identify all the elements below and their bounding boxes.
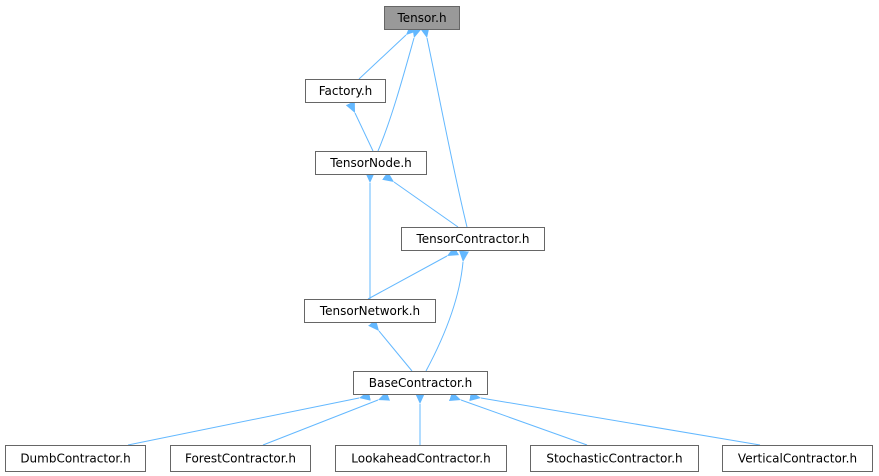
node-box-tensornode bbox=[315, 151, 427, 175]
node-tensor[interactable]: Tensor.h bbox=[384, 6, 460, 30]
edge-tensornode-to-factory bbox=[345, 100, 374, 152]
edge-forestcontractor-to-basecontractor bbox=[262, 391, 391, 446]
node-box-basecontractor bbox=[353, 371, 488, 395]
edge-factory-to-tensor bbox=[358, 23, 418, 80]
node-forestcontractor[interactable]: ForestContractor.h bbox=[170, 445, 311, 472]
node-box-lookaheadcontractor bbox=[335, 445, 507, 472]
node-label-tensornetwork: TensorNetwork.h bbox=[319, 304, 420, 318]
edge-tensorcontractor-to-tensor bbox=[419, 26, 468, 228]
edge-tensornode-to-tensor bbox=[377, 26, 422, 152]
edge-verticalcontractor-to-basecontractor bbox=[469, 391, 761, 446]
node-tensornetwork[interactable]: TensorNetwork.h bbox=[304, 299, 436, 323]
node-box-dumbcontractor bbox=[5, 445, 146, 472]
node-label-factory: Factory.h bbox=[319, 84, 373, 98]
node-basecontractor[interactable]: BaseContractor.h bbox=[353, 371, 488, 395]
node-tensornode[interactable]: TensorNode.h bbox=[315, 151, 427, 175]
node-label-lookaheadcontractor: LookaheadContractor.h bbox=[351, 452, 490, 466]
node-verticalcontractor[interactable]: VerticalContractor.h bbox=[722, 445, 873, 472]
node-box-tensorcontractor bbox=[401, 227, 545, 251]
node-box-verticalcontractor bbox=[722, 445, 873, 472]
node-label-tensornode: TensorNode.h bbox=[329, 156, 412, 170]
edges bbox=[127, 23, 761, 446]
node-label-verticalcontractor: VerticalContractor.h bbox=[738, 452, 857, 466]
node-box-tensor bbox=[384, 6, 460, 30]
edge-dumbcontractor-to-basecontractor bbox=[127, 390, 371, 446]
node-box-tensornetwork bbox=[304, 299, 436, 323]
node-factory[interactable]: Factory.h bbox=[305, 79, 386, 103]
edge-tensorcontractor-to-tensornode bbox=[382, 171, 459, 228]
node-label-dumbcontractor: DumbContractor.h bbox=[20, 452, 130, 466]
node-label-tensor: Tensor.h bbox=[396, 11, 446, 25]
edge-stochasticcontractor-to-basecontractor bbox=[448, 391, 588, 446]
edge-basecontractor-to-tensorcontractor bbox=[425, 250, 469, 372]
node-tensorcontractor[interactable]: TensorContractor.h bbox=[401, 227, 545, 251]
node-label-basecontractor: BaseContractor.h bbox=[369, 376, 472, 390]
node-stochasticcontractor[interactable]: StochasticContractor.h bbox=[530, 445, 699, 472]
edge-tensornetwork-to-tensorcontractor bbox=[367, 246, 460, 300]
node-label-tensorcontractor: TensorContractor.h bbox=[415, 232, 529, 246]
node-label-forestcontractor: ForestContractor.h bbox=[185, 452, 296, 466]
edge-basecontractor-to-tensornetwork bbox=[368, 319, 413, 372]
node-label-stochasticcontractor: StochasticContractor.h bbox=[546, 452, 682, 466]
node-lookaheadcontractor[interactable]: LookaheadContractor.h bbox=[335, 445, 507, 472]
node-dumbcontractor[interactable]: DumbContractor.h bbox=[5, 445, 146, 472]
node-box-stochasticcontractor bbox=[530, 445, 699, 472]
node-box-forestcontractor bbox=[170, 445, 311, 472]
node-box-factory bbox=[305, 79, 386, 103]
nodes: Tensor.hFactory.hTensorNode.hTensorContr… bbox=[5, 6, 873, 472]
